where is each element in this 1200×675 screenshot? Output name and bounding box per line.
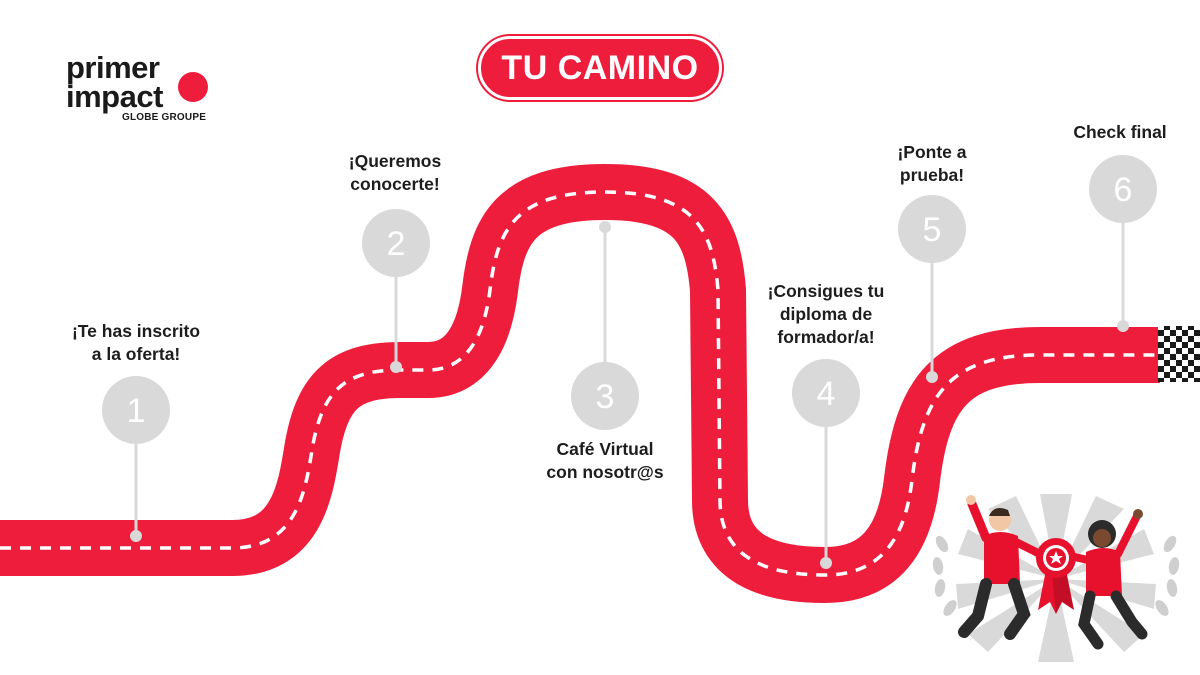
brand-subtitle: GLOBE GROUPE — [122, 112, 207, 123]
step-label-line: ¡Te has inscrito — [71, 321, 201, 341]
step-pin-dot — [820, 557, 832, 569]
brand-logo: primer impact GLOBE GROUPE — [66, 50, 216, 130]
celebration-illustration — [932, 494, 1180, 662]
step-label-line: diploma de — [779, 304, 873, 324]
step-marker-2: 2 — [362, 209, 430, 373]
step-label-line: prueba! — [899, 165, 965, 185]
step-marker-3: 3 — [571, 221, 639, 430]
step-number: 4 — [817, 375, 836, 413]
step-circle — [362, 209, 430, 277]
step-label-line: conocerte! — [350, 174, 440, 194]
logo-dot-icon — [178, 72, 208, 102]
step-label-4: ¡Consigues tu diploma de formador/a! — [736, 280, 916, 349]
step-label-6: Check final — [1030, 121, 1200, 144]
step-number: 6 — [1114, 171, 1133, 209]
step-markers: 1 2 3 4 5 6 — [102, 155, 1157, 569]
step-marker-4: 4 — [792, 359, 860, 569]
step-label-line: ¡Queremos — [348, 151, 442, 171]
step-circle — [571, 362, 639, 430]
brand-line-1: primer — [66, 50, 160, 85]
award-rosette-icon — [1036, 538, 1076, 614]
step-pin-dot — [1117, 320, 1129, 332]
step-pin-dot — [599, 221, 611, 233]
step-pin-dot — [926, 371, 938, 383]
step-label-line: a la oferta! — [91, 344, 181, 364]
step-circle — [898, 195, 966, 263]
step-label-line: con nosotr@s — [546, 462, 664, 482]
step-label-line: Café Virtual — [556, 439, 654, 459]
step-pin-dot — [130, 530, 142, 542]
step-circle — [102, 376, 170, 444]
step-label-1: ¡Te has inscrito a la oferta! — [46, 320, 226, 366]
step-circle — [1089, 155, 1157, 223]
step-label-line: formador/a! — [777, 327, 875, 347]
step-label-3: Café Virtual con nosotr@s — [515, 438, 695, 484]
person-man-icon — [958, 495, 1044, 640]
step-label-line: ¡Consigues tu — [767, 281, 885, 301]
step-number: 5 — [923, 211, 942, 249]
title-pill: TU CAMINO — [478, 36, 722, 100]
road-center-dashes — [0, 190, 1160, 577]
finish-flag — [1158, 326, 1200, 382]
page-title: TU CAMINO — [501, 48, 699, 87]
step-pin-dot — [390, 361, 402, 373]
step-number: 3 — [596, 378, 615, 416]
laurel-icon — [932, 535, 1180, 616]
brand-line-2: impact — [66, 79, 163, 114]
step-marker-5: 5 — [898, 195, 966, 383]
step-marker-6: 6 — [1089, 155, 1157, 332]
step-number: 2 — [387, 225, 406, 263]
step-label-line: Check final — [1073, 122, 1167, 142]
step-label-2: ¡Queremos conocerte! — [305, 150, 485, 196]
step-number: 1 — [127, 392, 146, 430]
person-woman-icon — [1066, 509, 1148, 650]
step-label-5: ¡Ponte a prueba! — [842, 141, 1022, 187]
step-marker-1: 1 — [102, 376, 170, 542]
step-label-line: ¡Ponte a — [897, 142, 967, 162]
step-circle — [792, 359, 860, 427]
